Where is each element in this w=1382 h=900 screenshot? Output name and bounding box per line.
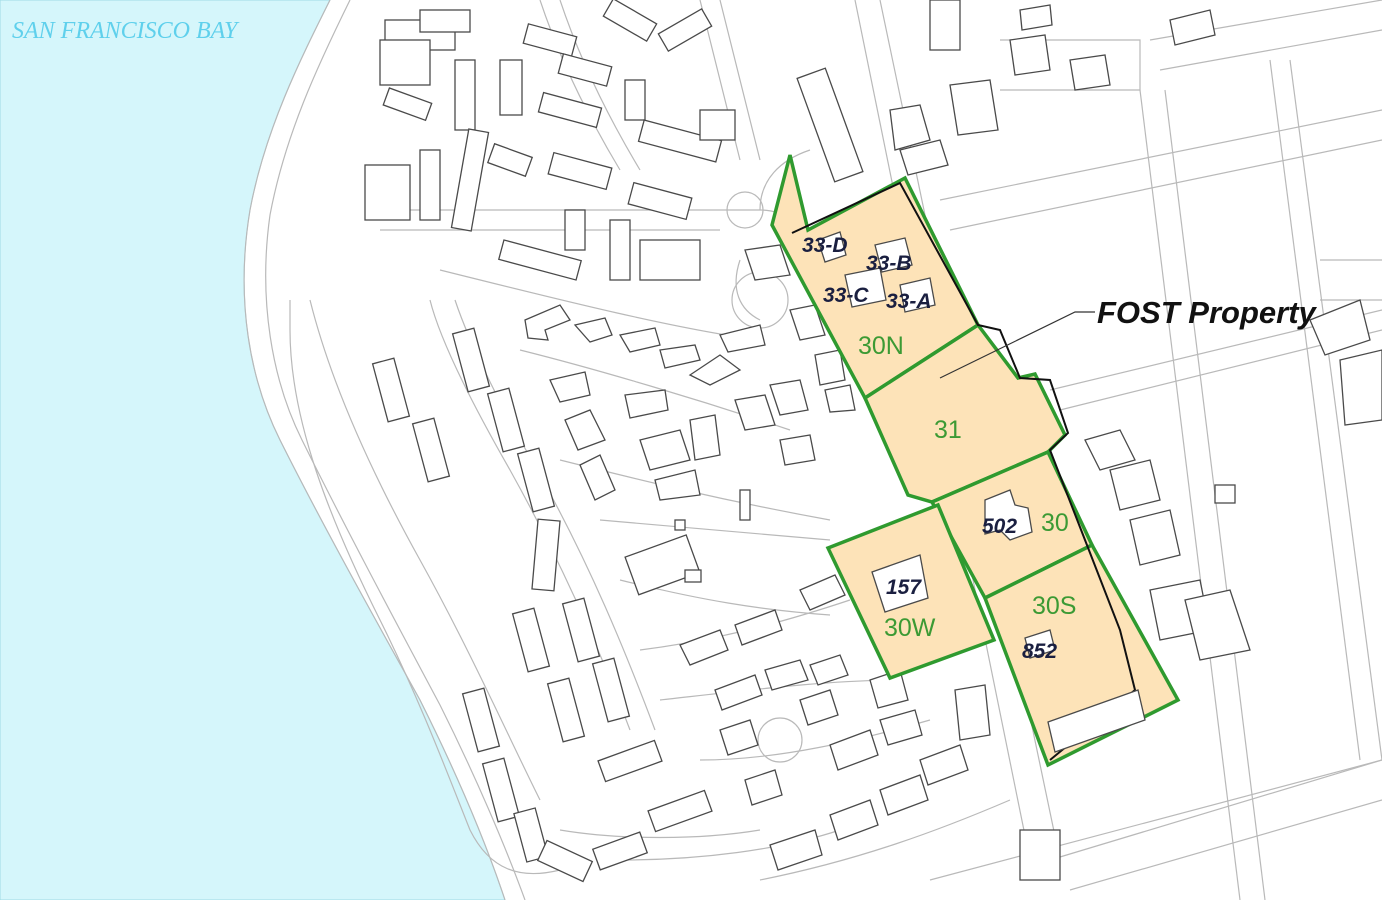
parcel-label-30W: 30W [884,614,936,642]
parcel-label-31: 31 [934,416,962,444]
parcel-label-30: 30 [1041,509,1069,537]
callout-leader [939,311,1095,379]
building-label-33-B: 33-B [866,252,912,275]
building-label-502: 502 [982,515,1017,538]
building-label-852: 852 [1022,640,1057,663]
site-buildings [817,231,1146,753]
buildings-layer [364,0,1382,883]
parcel-label-30N: 30N [858,332,904,360]
bay-label: SAN FRANCISCO BAY [12,18,240,44]
parcel-label-30S: 30S [1032,592,1076,620]
building-label-33-C: 33-C [823,284,869,307]
fost-property-label: FOST Property [1097,295,1318,330]
building-label-33-A: 33-A [886,290,932,313]
building-label-157: 157 [886,576,922,599]
building-label-33-D: 33-D [802,234,848,257]
